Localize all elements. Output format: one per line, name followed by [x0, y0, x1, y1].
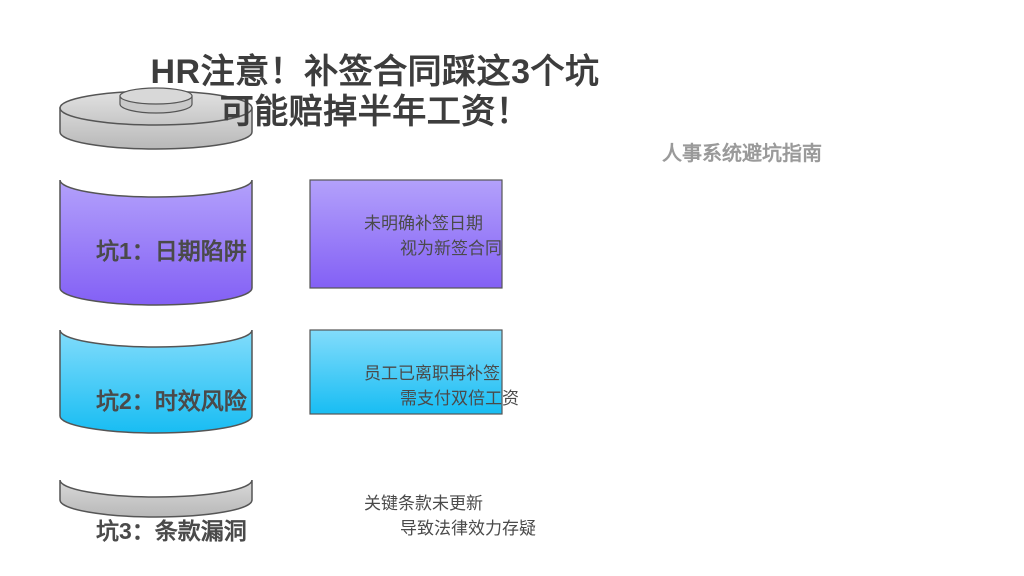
pit-1-description: 未明确补签日期 视为新签合同: [364, 211, 502, 261]
page-title: HR注意！补签合同踩这3个坑 可能赔掉半年工资！: [120, 52, 630, 132]
pit-3-label: 坑3：条款漏洞: [96, 518, 247, 544]
title-line-2: 可能赔掉半年工资！: [219, 93, 531, 131]
pit-3-description: 关键条款未更新 导致法律效力存疑: [364, 491, 536, 541]
pit-2-label: 坑2：时效风险: [96, 388, 247, 414]
pit-1-box: [309, 179, 503, 289]
title-line-1: HR注意！补签合同踩这3个坑: [150, 53, 600, 91]
top-disk-shape: [59, 87, 253, 150]
pit-2-description: 员工已离职再补签 需支付双倍工资: [364, 361, 519, 411]
pit-1-desc-line-1: 未明确补签日期: [364, 214, 483, 233]
pit-2-box: [309, 329, 503, 415]
pit-2-desc-line-1: 员工已离职再补签: [364, 364, 500, 383]
pit-1-label: 坑1：日期陷阱: [96, 238, 247, 264]
pit-1-desc-line-2: 视为新签合同: [400, 239, 502, 258]
pit-3-desc-line-2: 导致法律效力存疑: [400, 519, 536, 538]
pit-3-segment: [59, 479, 253, 518]
pit-3-desc-line-1: 关键条款未更新: [364, 494, 483, 513]
subtitle: 人事系统避坑指南: [662, 143, 822, 165]
pit-1-segment: [59, 179, 253, 306]
pit-2-segment: [59, 329, 253, 434]
pit-2-desc-line-2: 需支付双倍工资: [400, 389, 519, 408]
